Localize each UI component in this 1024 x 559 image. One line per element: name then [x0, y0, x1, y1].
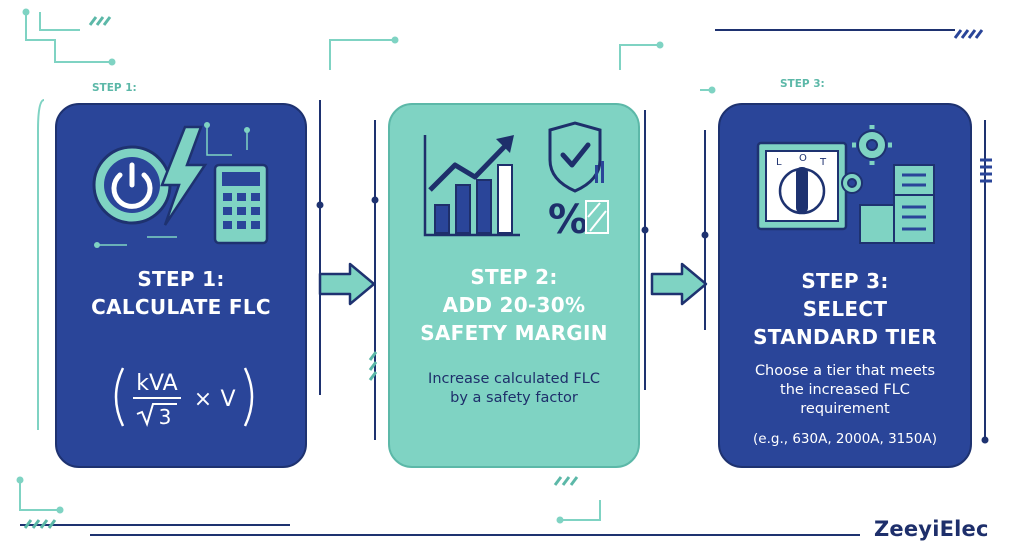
step-2-illustration: % — [423, 121, 609, 243]
growth-chart-icon — [423, 135, 520, 237]
calculator-icon — [213, 163, 269, 245]
svg-text:L: L — [776, 157, 782, 168]
brand-logo: ZeeyiElec — [874, 517, 989, 541]
sqrt-symbol — [136, 403, 177, 427]
step-3-illustration: L O T — [756, 125, 935, 244]
formula-denominator: 3 — [159, 405, 172, 429]
flc-formula: kVA 3 × V — [114, 367, 254, 429]
svg-text:%: % — [548, 197, 588, 243]
shield-check-icon — [548, 121, 602, 193]
rotary-switch-icon: L O T — [756, 141, 848, 231]
step-3-title: STEP 3: SELECT STANDARD TIER — [753, 269, 937, 349]
formula-operator: × — [194, 387, 212, 412]
arrow-right-icon — [318, 262, 376, 306]
formula-multiplier: V — [220, 387, 235, 412]
step-3-examples: (e.g., 630A, 2000A, 3150A) — [753, 431, 937, 447]
formula-numerator: kVA — [136, 371, 177, 396]
svg-text:T: T — [819, 157, 827, 168]
lightning-icon — [160, 125, 208, 226]
step-1-illustration — [92, 122, 269, 248]
percent-icon: % — [548, 197, 609, 243]
step-2-description: Increase calculated FLC by a safety fact… — [428, 371, 600, 406]
stacked-tiers-icon — [859, 164, 935, 244]
step-1-panel: STEP 1: CALCULATE FLC kVA 3 × V — [55, 103, 307, 468]
svg-text:O: O — [799, 153, 807, 164]
step-2-title: STEP 2: ADD 20-30% SAFETY MARGIN — [420, 265, 608, 345]
step-1-tag: STEP 1: — [92, 82, 137, 94]
gear-icon — [841, 125, 892, 194]
step-3-description: Choose a tier that meets the increased F… — [754, 363, 936, 417]
arrow-right-icon — [650, 262, 708, 306]
step-3-panel: L O T STEP 3: SELECT STANDARD TI — [718, 103, 972, 468]
step-1-title: STEP 1: CALCULATE FLC — [91, 267, 271, 319]
step-2-panel: % STEP 2: ADD 20-30% SAFETY MARGIN Incre… — [388, 103, 640, 468]
step-3-tag: STEP 3: — [780, 78, 825, 90]
power-icon — [92, 145, 172, 225]
